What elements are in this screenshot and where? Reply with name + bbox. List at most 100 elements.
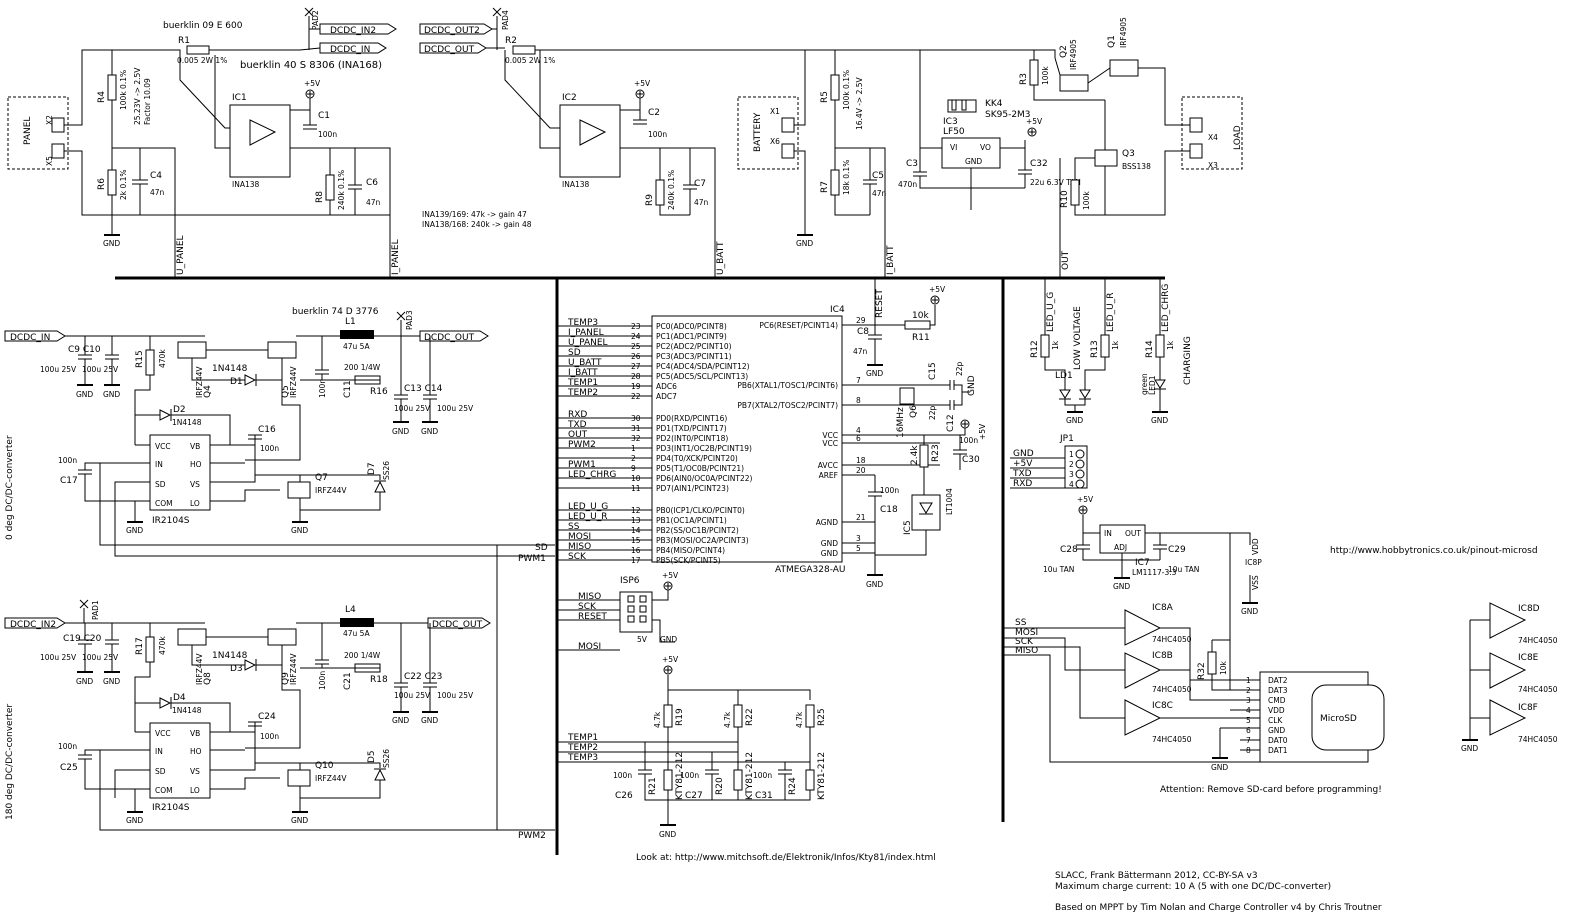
svg-text:200 1/4W: 200 1/4W [344, 651, 381, 660]
mcu-pin-name: PC4(ADC4/SDA/PCINT12) [656, 362, 750, 371]
svg-text:Factor 10.09: Factor 10.09 [143, 78, 152, 125]
svg-text:R16: R16 [370, 387, 388, 397]
svg-text:R20: R20 [715, 777, 725, 795]
svg-text:TEMP1: TEMP1 [567, 733, 598, 743]
svg-text:R12: R12 [1030, 340, 1040, 358]
svg-text:18k 0.1%: 18k 0.1% [842, 160, 851, 195]
svg-text:SK95-2M3: SK95-2M3 [985, 110, 1031, 120]
svg-text:TEMP2: TEMP2 [567, 743, 598, 753]
svg-text:KK4: KK4 [985, 99, 1003, 109]
isp-pin [627, 595, 635, 603]
svg-text:GND: GND [965, 157, 982, 166]
svg-text:GND: GND [103, 239, 120, 248]
jp1-pin-number: 3 [1069, 470, 1074, 479]
svg-text:47u 5A: 47u 5A [343, 342, 370, 351]
svg-text:GND: GND [796, 239, 813, 248]
reset-crystal: RESET GND C8 47n 10k R11 +5V Q6 16MHz GN… [842, 278, 977, 438]
svg-text:C32: C32 [1030, 159, 1048, 169]
sd-pin-name: DAT3 [1268, 686, 1288, 695]
mcu-pin-name: VCC [822, 431, 838, 440]
svg-text:ISP6: ISP6 [620, 576, 640, 586]
svg-text:buerklin 09 E 600: buerklin 09 E 600 [163, 21, 243, 31]
svg-text:R17: R17 [135, 637, 145, 655]
svg-text:100n: 100n [58, 456, 77, 465]
svg-text:D7: D7 [367, 462, 377, 475]
mcu-net-label: TEMP1 [567, 378, 598, 388]
svg-text:100k: 100k [1041, 66, 1050, 85]
mcu-pin-name: PC3(ADC3/PCINT11) [656, 352, 732, 361]
jp1-pin-number: 4 [1069, 480, 1074, 489]
svg-text:100n: 100n [959, 436, 978, 445]
svg-text:GND: GND [291, 526, 308, 535]
svg-text:0.005 2W 1%: 0.005 2W 1% [177, 56, 227, 65]
panel-label: PANEL [23, 117, 33, 145]
svg-text:R15: R15 [135, 350, 145, 368]
mcu-pin-name: PC6(RESET/PCINT14) [759, 321, 838, 330]
svg-text:C18: C18 [880, 505, 898, 515]
credit-line-2: Maximum charge current: 10 A (5 with one… [1055, 882, 1331, 892]
svg-text:100u 25V: 100u 25V [82, 653, 119, 662]
mcu-pin-number: 21 [856, 513, 866, 522]
svg-text:100u 25V: 100u 25V [394, 691, 431, 700]
mcu-pin-name: PD4(T0/XCK/PCINT20) [656, 454, 738, 463]
converter2-title: 180 deg DC/DC-converter [5, 704, 15, 820]
svg-text:22u 6.3V TAN: 22u 6.3V TAN [1030, 178, 1081, 187]
mcu-pin-name: PB2(SS/OC1B/PCINT2) [656, 526, 739, 535]
svg-text:100n: 100n [318, 130, 337, 139]
svg-text:IC8A: IC8A [1152, 603, 1174, 613]
mcu-pin-name: PD5(T1/OC0B/PCINT21) [656, 464, 744, 473]
svg-text:+5V: +5V [634, 79, 651, 88]
panel-connector: PANEL X2 X5 [7, 49, 390, 216]
svg-text:SD: SD [155, 480, 166, 489]
credit-line-1: SLACC, Frank Bättermann 2012, CC-BY-SA v… [1055, 871, 1258, 881]
svg-text:Q5: Q5 [281, 385, 291, 398]
svg-text:IRF4905: IRF4905 [1119, 17, 1128, 48]
svg-text:74HC4050: 74HC4050 [1518, 685, 1558, 694]
svg-text:R25: R25 [817, 708, 827, 726]
svg-text:C9 C10: C9 C10 [68, 345, 101, 355]
svg-text:IC5: IC5 [903, 520, 913, 535]
isp-pin [627, 615, 635, 623]
load-connector: LOAD X4 X3 [1181, 96, 1243, 170]
sd-pin-number: 5 [1246, 716, 1251, 725]
svg-text:C5: C5 [872, 171, 884, 181]
svg-text:C12: C12 [946, 414, 956, 432]
svg-text:74HC4050: 74HC4050 [1152, 685, 1192, 694]
isp-row-label: MISO [578, 592, 601, 602]
svg-text:IN: IN [155, 460, 163, 469]
svg-text:10u TAN: 10u TAN [1043, 565, 1074, 574]
svg-text:L4: L4 [345, 605, 356, 615]
svg-text:0.005 2W 1%: 0.005 2W 1% [505, 56, 555, 65]
svg-text:R8: R8 [315, 191, 325, 203]
svg-text:GND: GND [1113, 582, 1130, 591]
mcu-pin-name: PB4(MISO/PCINT4) [656, 546, 725, 555]
svg-text:4.7k: 4.7k [653, 711, 662, 728]
svg-text:LM1117-3.3: LM1117-3.3 [1132, 568, 1177, 577]
svg-text:LO: LO [190, 499, 200, 508]
mcu-pin-number: 7 [856, 376, 861, 385]
svg-text:D2: D2 [173, 405, 186, 415]
svg-text:Q4: Q4 [203, 385, 213, 398]
sd-pin-name: DAT2 [1268, 676, 1288, 685]
mcu-atmega328: IC4 ATMEGA328-AU PC0(ADC0/PCINT8)23PC1(A… [557, 305, 866, 575]
svg-text:LT1004: LT1004 [945, 488, 954, 515]
svg-text:C1: C1 [318, 111, 330, 121]
mcu-net-label: PWM1 [568, 460, 596, 470]
r2-shunt: R2 0.005 2W 1% [504, 36, 1056, 149]
svg-text:1k: 1k [1051, 340, 1060, 350]
svg-text:47n: 47n [872, 189, 887, 198]
svg-text:100u 25V: 100u 25V [40, 365, 77, 374]
svg-text:+5V: +5V [1026, 117, 1043, 126]
pad2: PAD2 DCDC_IN2 DCDC_IN [299, 7, 397, 55]
pad4: PAD4 DCDC_OUT2 DCDC_OUT [419, 7, 510, 55]
svg-text:C13 C14: C13 C14 [404, 384, 443, 394]
svg-text:100n: 100n [753, 771, 772, 780]
sd-link: http://www.hobbytronics.co.uk/pinout-mic… [1330, 546, 1538, 556]
dcdc-out2-flag: DCDC_OUT2 [424, 26, 480, 36]
svg-text:100n: 100n [58, 742, 77, 751]
svg-text:R1: R1 [178, 36, 190, 46]
svg-text:C4: C4 [150, 171, 162, 181]
svg-text:10u TAN: 10u TAN [1168, 565, 1199, 574]
svg-text:Q1: Q1 [1107, 35, 1117, 48]
svg-text:X3: X3 [1208, 161, 1218, 170]
